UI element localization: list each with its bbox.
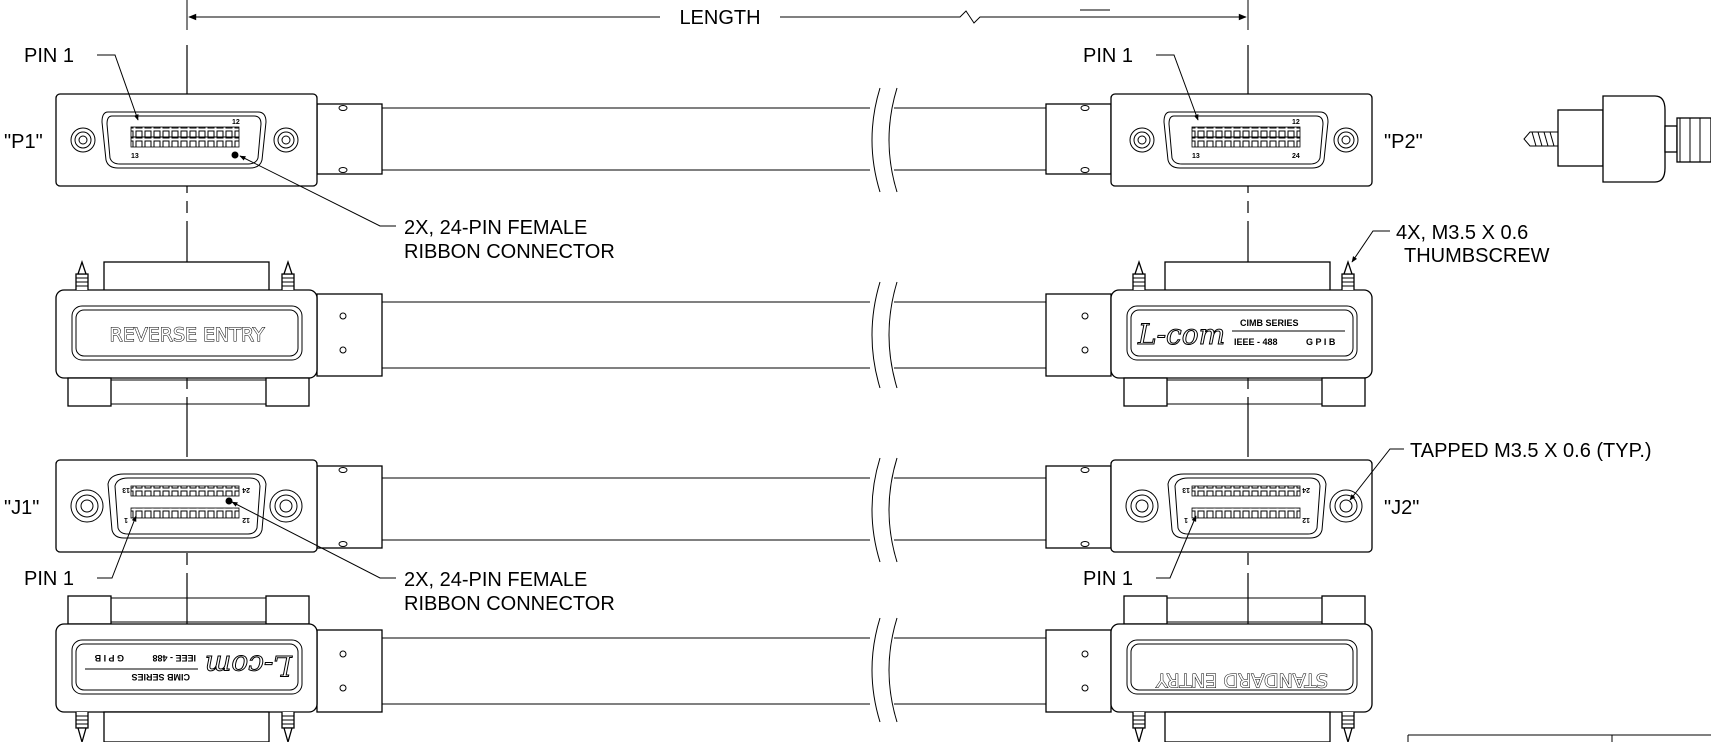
lcom-logo-right: L-com [1137, 318, 1225, 351]
thumbscrew-callout-line2: THUMBSCREW [1404, 245, 1550, 267]
length-dimension: LENGTH [186, 0, 1249, 30]
standard-entry-plate: STANDARD ENTRY [1156, 669, 1328, 691]
cimb-series-left: CIMB SERIES [131, 672, 190, 682]
pin-number-24-right: 24 [1292, 153, 1300, 160]
j1-pin-1: 1 [124, 516, 128, 523]
ribbon-callout-bottom-line1: 2X, 24-PIN FEMALE [404, 569, 587, 591]
cimb-series-right: CIMB SERIES [1240, 318, 1299, 328]
connector-label-j1: "J1" [4, 497, 39, 519]
ieee-right: IEEE - 488 [1234, 337, 1278, 347]
j1-pin-24: 24 [242, 486, 250, 493]
pin-number-13: 13 [131, 153, 139, 160]
row-j-front: 13 24 1 12 13 24 1 12 [55, 457, 1373, 563]
j2-pin-24: 24 [1302, 486, 1310, 493]
j1-pin-12: 12 [242, 516, 250, 523]
pin1-label-j1: PIN 1 [24, 568, 74, 590]
ieee-left: IEEE - 488 [152, 653, 196, 663]
ribbon-callout-top-line1: 2X, 24-PIN FEMALE [404, 217, 587, 239]
reverse-entry-plate: REVERSE ENTRY [110, 324, 265, 346]
connector-side-view [1523, 95, 1711, 183]
connector-label-p1: "P1" [4, 131, 43, 153]
ribbon-callout-top-line2: RIBBON CONNECTOR [404, 241, 615, 263]
title-block-corner [1407, 734, 1711, 742]
pin1-label-j2: PIN 1 [1083, 568, 1133, 590]
connector-label-p2: "P2" [1384, 131, 1423, 153]
row-p-front: 12 13 12 13 24 [55, 87, 1373, 193]
j2-pin-13: 13 [1182, 486, 1190, 493]
tapped-callout: TAPPED M3.5 X 0.6 (TYP.) [1410, 440, 1652, 462]
thumbscrew-callout-line1: 4X, M3.5 X 0.6 [1396, 222, 1528, 244]
row-j-top: L-com CIMB SERIES IEEE - 488 G P I B STA… [55, 595, 1373, 742]
pin1-label-p1: PIN 1 [24, 45, 74, 67]
pin1-label-p2: PIN 1 [1083, 45, 1133, 67]
lcom-logo-left: L-com [205, 649, 293, 682]
pin-number-13-right: 13 [1192, 153, 1200, 160]
j2-pin-12: 12 [1302, 516, 1310, 523]
j2-pin-1: 1 [1184, 516, 1188, 523]
row-p-top: REVERSE ENTRY L-com CIMB SERIES IEEE - 4… [55, 259, 1373, 407]
j1-pin-13: 13 [122, 486, 130, 493]
length-label: LENGTH [679, 7, 760, 29]
pin-number-12-right: 12 [1292, 119, 1300, 126]
gpib-left: G P I B [94, 653, 124, 663]
ribbon-callout-bottom-line2: RIBBON CONNECTOR [404, 593, 615, 615]
pin-number-12: 12 [232, 119, 240, 126]
connector-label-j2: "J2" [1384, 497, 1419, 519]
gpib-right: G P I B [1306, 337, 1336, 347]
